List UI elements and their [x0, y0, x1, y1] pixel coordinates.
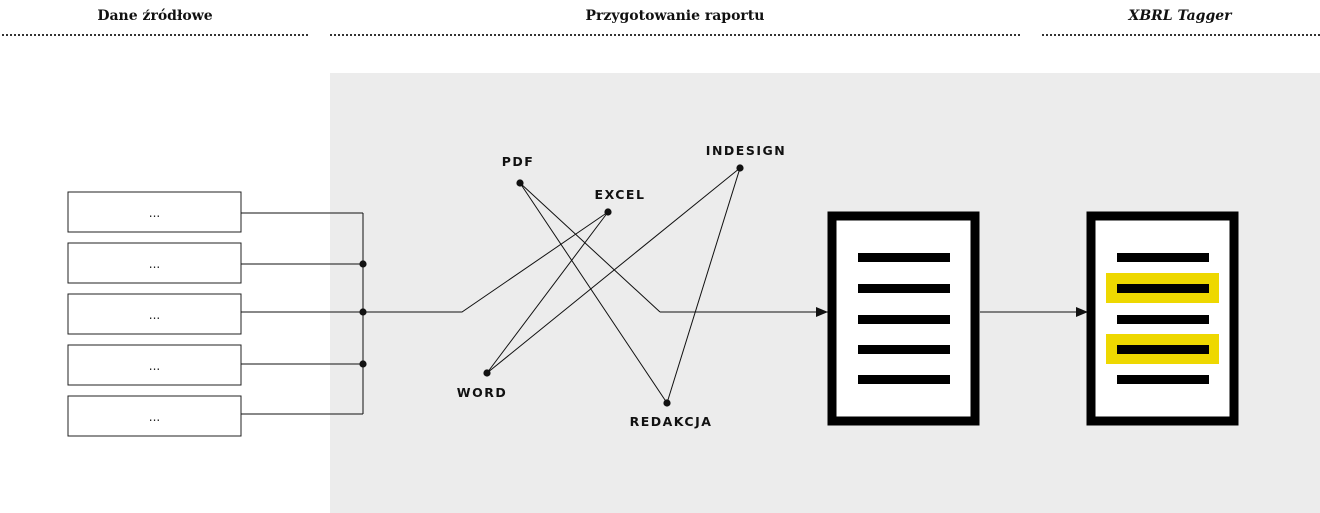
- tool-node-indesign: INDESIGN: [706, 143, 786, 172]
- header-report-preparation: Przygotowanie raportu: [585, 8, 765, 24]
- source-item-label: ...: [149, 206, 160, 220]
- document-icon: [827, 211, 980, 426]
- tool-label-pdf: PDF: [502, 154, 535, 169]
- junction-dot: [359, 360, 367, 368]
- tool-label-redakcja: REDAKCJA: [630, 414, 713, 429]
- tool-node-pdf: PDF: [502, 154, 535, 187]
- tool-node-excel: EXCEL: [595, 187, 646, 216]
- source-item-label: ...: [149, 257, 160, 271]
- source-item-1: ...: [67, 191, 242, 233]
- header-xbrl-tagger: XBRL Tagger: [1128, 8, 1232, 24]
- source-item-3: ...: [67, 293, 242, 335]
- tool-node-word: WORD: [457, 369, 507, 400]
- header-divider-source: [2, 34, 308, 36]
- source-item-label: ...: [149, 359, 160, 373]
- tool-label-word: WORD: [457, 385, 507, 400]
- junction-dot: [359, 260, 367, 268]
- source-item-label: ...: [149, 308, 160, 322]
- tool-label-excel: EXCEL: [595, 187, 646, 202]
- header-divider-tagger: [1042, 34, 1320, 36]
- tool-label-indesign: INDESIGN: [706, 143, 786, 158]
- source-item-label: ...: [149, 410, 160, 424]
- source-merge-connector: [241, 212, 364, 415]
- source-item-5: ...: [67, 395, 242, 437]
- source-item-2: ...: [67, 242, 242, 284]
- tool-network: [363, 166, 828, 405]
- tool-node-redakcja: REDAKCJA: [630, 399, 713, 429]
- source-item-4: ...: [67, 344, 242, 386]
- header-source-data: Dane źródłowe: [97, 8, 213, 24]
- tagged-document-icon: [1086, 211, 1239, 426]
- source-data-list: ... ... ... ... ...: [67, 191, 242, 437]
- header-divider-preparation: [330, 34, 1020, 36]
